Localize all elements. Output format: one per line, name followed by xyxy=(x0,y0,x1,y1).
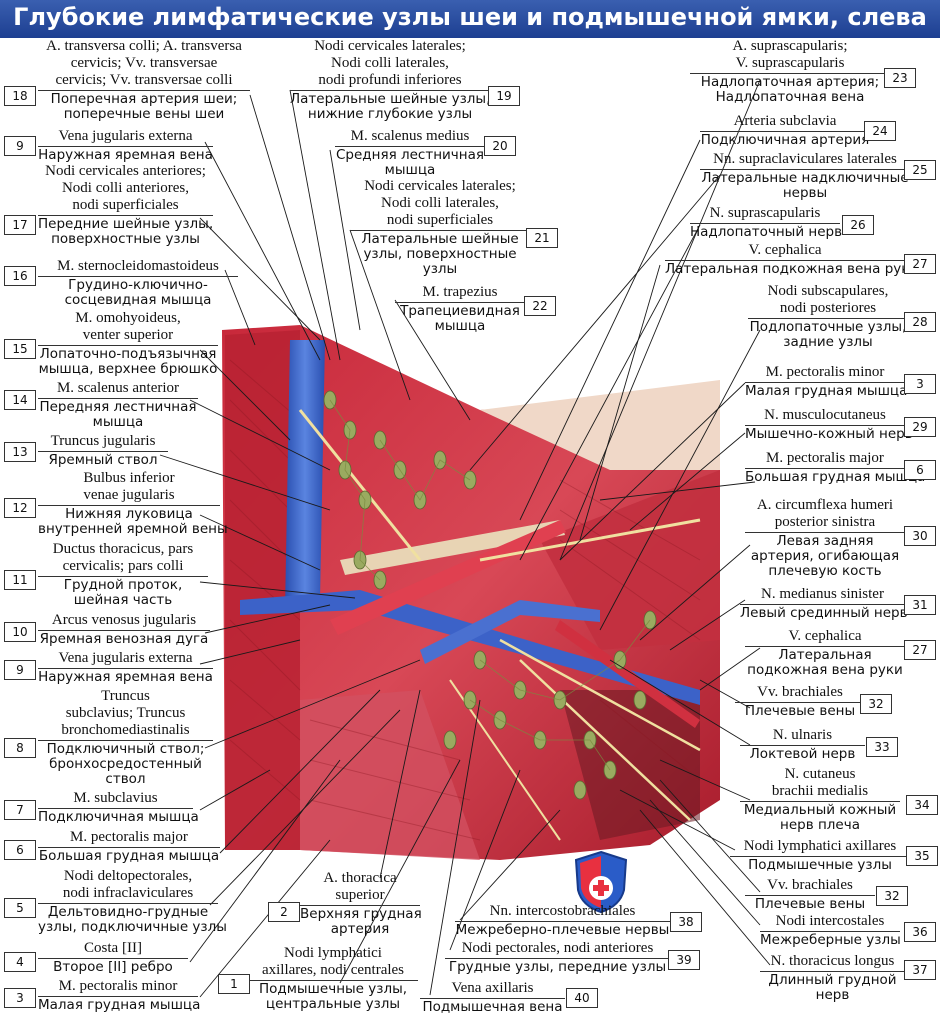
marker-7: 7 xyxy=(4,800,36,820)
watermark-shield-logo xyxy=(572,850,630,914)
marker-3: 3 xyxy=(4,988,36,1008)
label-costa-ii: Costa [II]Второе [II] ребро xyxy=(38,940,188,975)
marker-25: 25 xyxy=(904,160,936,180)
marker-19: 19 xyxy=(488,86,520,106)
marker-6b: 6 xyxy=(904,460,936,480)
marker-35: 35 xyxy=(906,846,938,866)
marker-28: 28 xyxy=(904,312,936,332)
marker-15: 15 xyxy=(4,339,36,359)
marker-30: 30 xyxy=(904,526,936,546)
marker-27: 27 xyxy=(904,254,936,274)
marker-1: 1 xyxy=(218,974,250,994)
illustration-body xyxy=(222,325,720,860)
marker-14: 14 xyxy=(4,390,36,410)
marker-32: 32 xyxy=(860,694,892,714)
marker-13: 13 xyxy=(4,442,36,462)
marker-27b: 27 xyxy=(904,640,936,660)
marker-21: 21 xyxy=(526,228,558,248)
marker-37: 37 xyxy=(904,960,936,980)
marker-18: 18 xyxy=(4,86,36,106)
page-title: Глубокие лимфатические узлы шеи и подмыш… xyxy=(13,3,927,31)
marker-23: 23 xyxy=(884,68,916,88)
marker-9: 9 xyxy=(4,136,36,156)
label-nodi-deltopectorales: Nodi deltopectorales,nodi infraclavicula… xyxy=(38,868,227,935)
marker-5: 5 xyxy=(4,898,36,918)
marker-16: 16 xyxy=(4,266,36,286)
label-nodi-cervicales-profundi: Nodi cervicales laterales;Nodi colli lat… xyxy=(290,38,491,122)
marker-32b: 32 xyxy=(876,886,908,906)
marker-26: 26 xyxy=(842,215,874,235)
marker-33: 33 xyxy=(866,737,898,757)
marker-24: 24 xyxy=(864,121,896,141)
marker-2: 2 xyxy=(268,902,300,922)
marker-9b: 9 xyxy=(4,660,36,680)
marker-34: 34 xyxy=(906,795,938,815)
marker-29: 29 xyxy=(904,417,936,437)
marker-3b: 3 xyxy=(904,374,936,394)
label-omohyoid-superior: M. omohyoideus,venter superior Лопаточно… xyxy=(38,310,218,377)
marker-11: 11 xyxy=(4,570,36,590)
marker-17: 17 xyxy=(4,215,36,235)
marker-31: 31 xyxy=(904,595,936,615)
marker-20: 20 xyxy=(484,136,516,156)
label-nodi-cervicales-superficiales: Nodi cervicales laterales;Nodi colli lat… xyxy=(350,178,530,277)
marker-38: 38 xyxy=(670,912,702,932)
marker-8: 8 xyxy=(4,738,36,758)
marker-36: 36 xyxy=(904,922,936,942)
label-anterior-cervical-nodes: Nodi cervicales anteriores;Nodi colli an… xyxy=(38,163,214,247)
label-nodi-subscapulares: Nodi subscapulares,nodi posteriores Подл… xyxy=(748,283,908,350)
marker-12: 12 xyxy=(4,498,36,518)
marker-10: 10 xyxy=(4,622,36,642)
marker-6: 6 xyxy=(4,840,36,860)
label-a-suprascapularis: A. suprascapularis;V. suprascapularis На… xyxy=(690,38,890,105)
title-bar: Глубокие лимфатические узлы шеи и подмыш… xyxy=(0,0,940,38)
marker-4: 4 xyxy=(4,952,36,972)
marker-22: 22 xyxy=(524,296,556,316)
marker-40: 40 xyxy=(566,988,598,1008)
leader-lines xyxy=(159,79,771,998)
marker-39: 39 xyxy=(668,950,700,970)
